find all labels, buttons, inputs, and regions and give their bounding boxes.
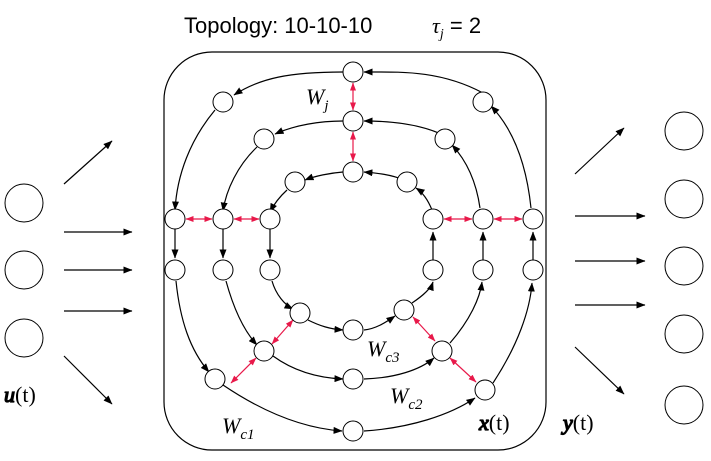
middle-cluster-nodes	[212, 110, 494, 390]
input-layer	[4, 183, 44, 358]
reservoir-node	[289, 302, 311, 324]
output-layer	[664, 111, 704, 425]
reservoir-node	[434, 128, 456, 150]
reservoir-node	[164, 259, 186, 281]
reservoir-node	[342, 110, 364, 132]
reservoir-node	[212, 91, 234, 113]
link-wc2	[449, 357, 477, 383]
output-arrows	[574, 127, 646, 395]
reservoir-node	[212, 208, 234, 230]
reservoir-node	[472, 259, 494, 281]
reservoir-node	[472, 208, 494, 230]
link-wc1	[230, 357, 257, 384]
outer-cluster-edges	[171, 68, 537, 434]
reservoir-node	[472, 91, 494, 113]
reservoir-node	[342, 61, 364, 83]
output-node	[664, 111, 704, 151]
reservoir-node	[204, 368, 226, 390]
reservoir-node	[393, 299, 415, 321]
output-signal-label: y(t)	[561, 410, 594, 435]
reservoir-node	[342, 161, 364, 183]
input-signal-label: u(t)	[4, 382, 36, 407]
reservoir-node	[253, 340, 275, 362]
wj-label: Wj	[306, 84, 329, 114]
reservoir-node	[284, 171, 306, 193]
reservoir-node	[522, 259, 544, 281]
reservoir-node	[522, 208, 544, 230]
reservoir-node	[474, 379, 496, 401]
reservoir-node	[396, 171, 418, 193]
reservoir-node	[212, 259, 234, 281]
input-arrow	[63, 140, 113, 185]
reservoir-node	[259, 208, 281, 230]
output-node	[664, 179, 704, 219]
input-arrow	[63, 355, 113, 405]
output-node	[664, 246, 704, 286]
inter-cluster-links	[185, 82, 523, 384]
topology-label: Topology: 10-10-10	[184, 13, 372, 38]
input-node	[4, 318, 44, 358]
wc3-label: Wc3	[367, 336, 400, 366]
inner-cluster-nodes	[259, 161, 444, 341]
reservoir-node	[342, 420, 364, 442]
tau-label: τj = 2	[432, 13, 481, 42]
reservoir-node	[253, 128, 275, 150]
wc1-label: Wc1	[222, 413, 255, 443]
outer-cluster-nodes	[164, 61, 544, 442]
output-node	[664, 314, 704, 354]
reservoir-node	[164, 208, 186, 230]
reservoir-node	[422, 259, 444, 281]
reservoir-node	[342, 319, 364, 341]
output-node	[664, 385, 704, 425]
input-arrows	[63, 140, 133, 405]
input-node	[4, 250, 44, 290]
reservoir-node	[431, 340, 453, 362]
input-node	[4, 183, 44, 223]
output-arrow	[574, 127, 625, 175]
link-wc2	[412, 316, 436, 342]
state-signal-label: x(t)	[478, 410, 510, 435]
link-wc1	[271, 319, 294, 345]
wc2-label: Wc2	[390, 383, 423, 413]
reservoir-node	[422, 208, 444, 230]
middle-cluster-edges	[219, 117, 487, 383]
reservoir-node	[259, 259, 281, 281]
reservoir-node	[342, 368, 364, 390]
diagram-title: Topology: 10-10-10	[184, 13, 372, 38]
reservoir-boundary	[163, 51, 547, 451]
output-arrow	[574, 346, 625, 395]
